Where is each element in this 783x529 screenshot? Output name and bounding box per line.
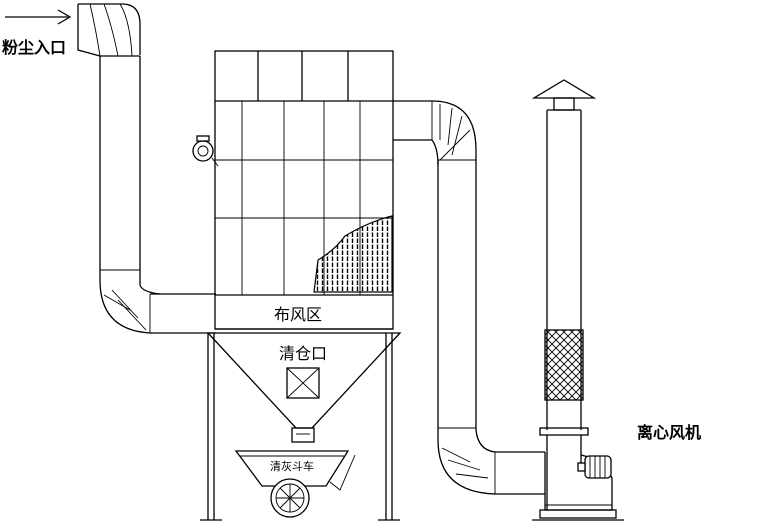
filter-bags-cutaway: [313, 215, 393, 293]
silencer: [544, 329, 584, 401]
hopper: 清仓口: [206, 332, 402, 443]
support-frame: [200, 333, 400, 521]
dust-inlet-label: 粉尘入口: [2, 38, 66, 57]
clean-out-port-label: 清仓口: [279, 344, 327, 363]
rain-cap: [531, 79, 597, 99]
motor-icon: [577, 455, 612, 479]
ash-hopper-cart: 清灰斗车: [234, 450, 356, 518]
valve-icon: [192, 135, 219, 167]
centrifugal-fan: [532, 452, 624, 521]
centrifugal-fan-label: 离心风机: [637, 423, 701, 442]
wheel-icon: [270, 478, 310, 518]
filter-housing: 布风区: [214, 50, 394, 330]
exhaust-stack: [531, 79, 597, 510]
clean-out-port: [286, 367, 320, 399]
ash-cart-label: 清灰斗车: [270, 459, 314, 473]
outlet-duct: [393, 100, 545, 495]
arrow-right-icon: [5, 9, 72, 25]
inlet-duct: [77, 3, 216, 334]
air-distribution-label: 布风区: [274, 305, 322, 324]
